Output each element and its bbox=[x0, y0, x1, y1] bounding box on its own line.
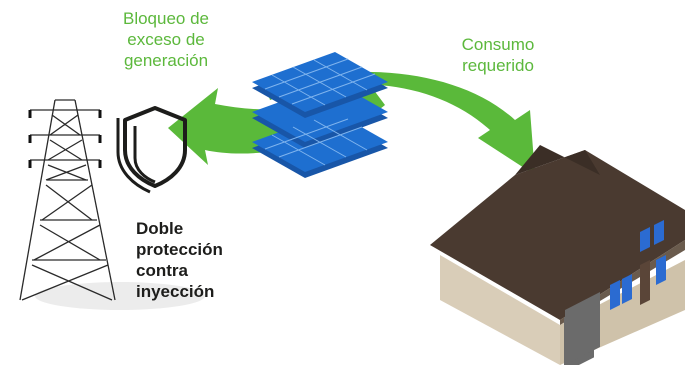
excess-block-label: Bloqueo de exceso de generación bbox=[96, 8, 236, 71]
shield-icon bbox=[116, 106, 187, 194]
consumption-line-2: requerido bbox=[462, 56, 534, 75]
protection-line-2: protección bbox=[136, 240, 223, 259]
consumption-line-1: Consumo bbox=[461, 35, 535, 54]
solar-panel-icon bbox=[252, 52, 388, 178]
excess-block-line-3: generación bbox=[123, 51, 209, 70]
protection-line-4: inyección bbox=[136, 282, 215, 301]
transmission-tower-icon bbox=[19, 99, 205, 310]
arrow-to-house bbox=[265, 71, 535, 175]
excess-block-line-2: exceso de bbox=[127, 30, 205, 49]
consumption-label: Consumo requerido bbox=[438, 34, 558, 76]
excess-block-line-1: Bloqueo de bbox=[122, 9, 210, 28]
protection-label: Doble protección contra inyección bbox=[136, 218, 266, 302]
protection-line-1: Doble bbox=[136, 219, 184, 238]
protection-line-3: contra bbox=[136, 261, 188, 280]
house-icon bbox=[430, 145, 685, 365]
